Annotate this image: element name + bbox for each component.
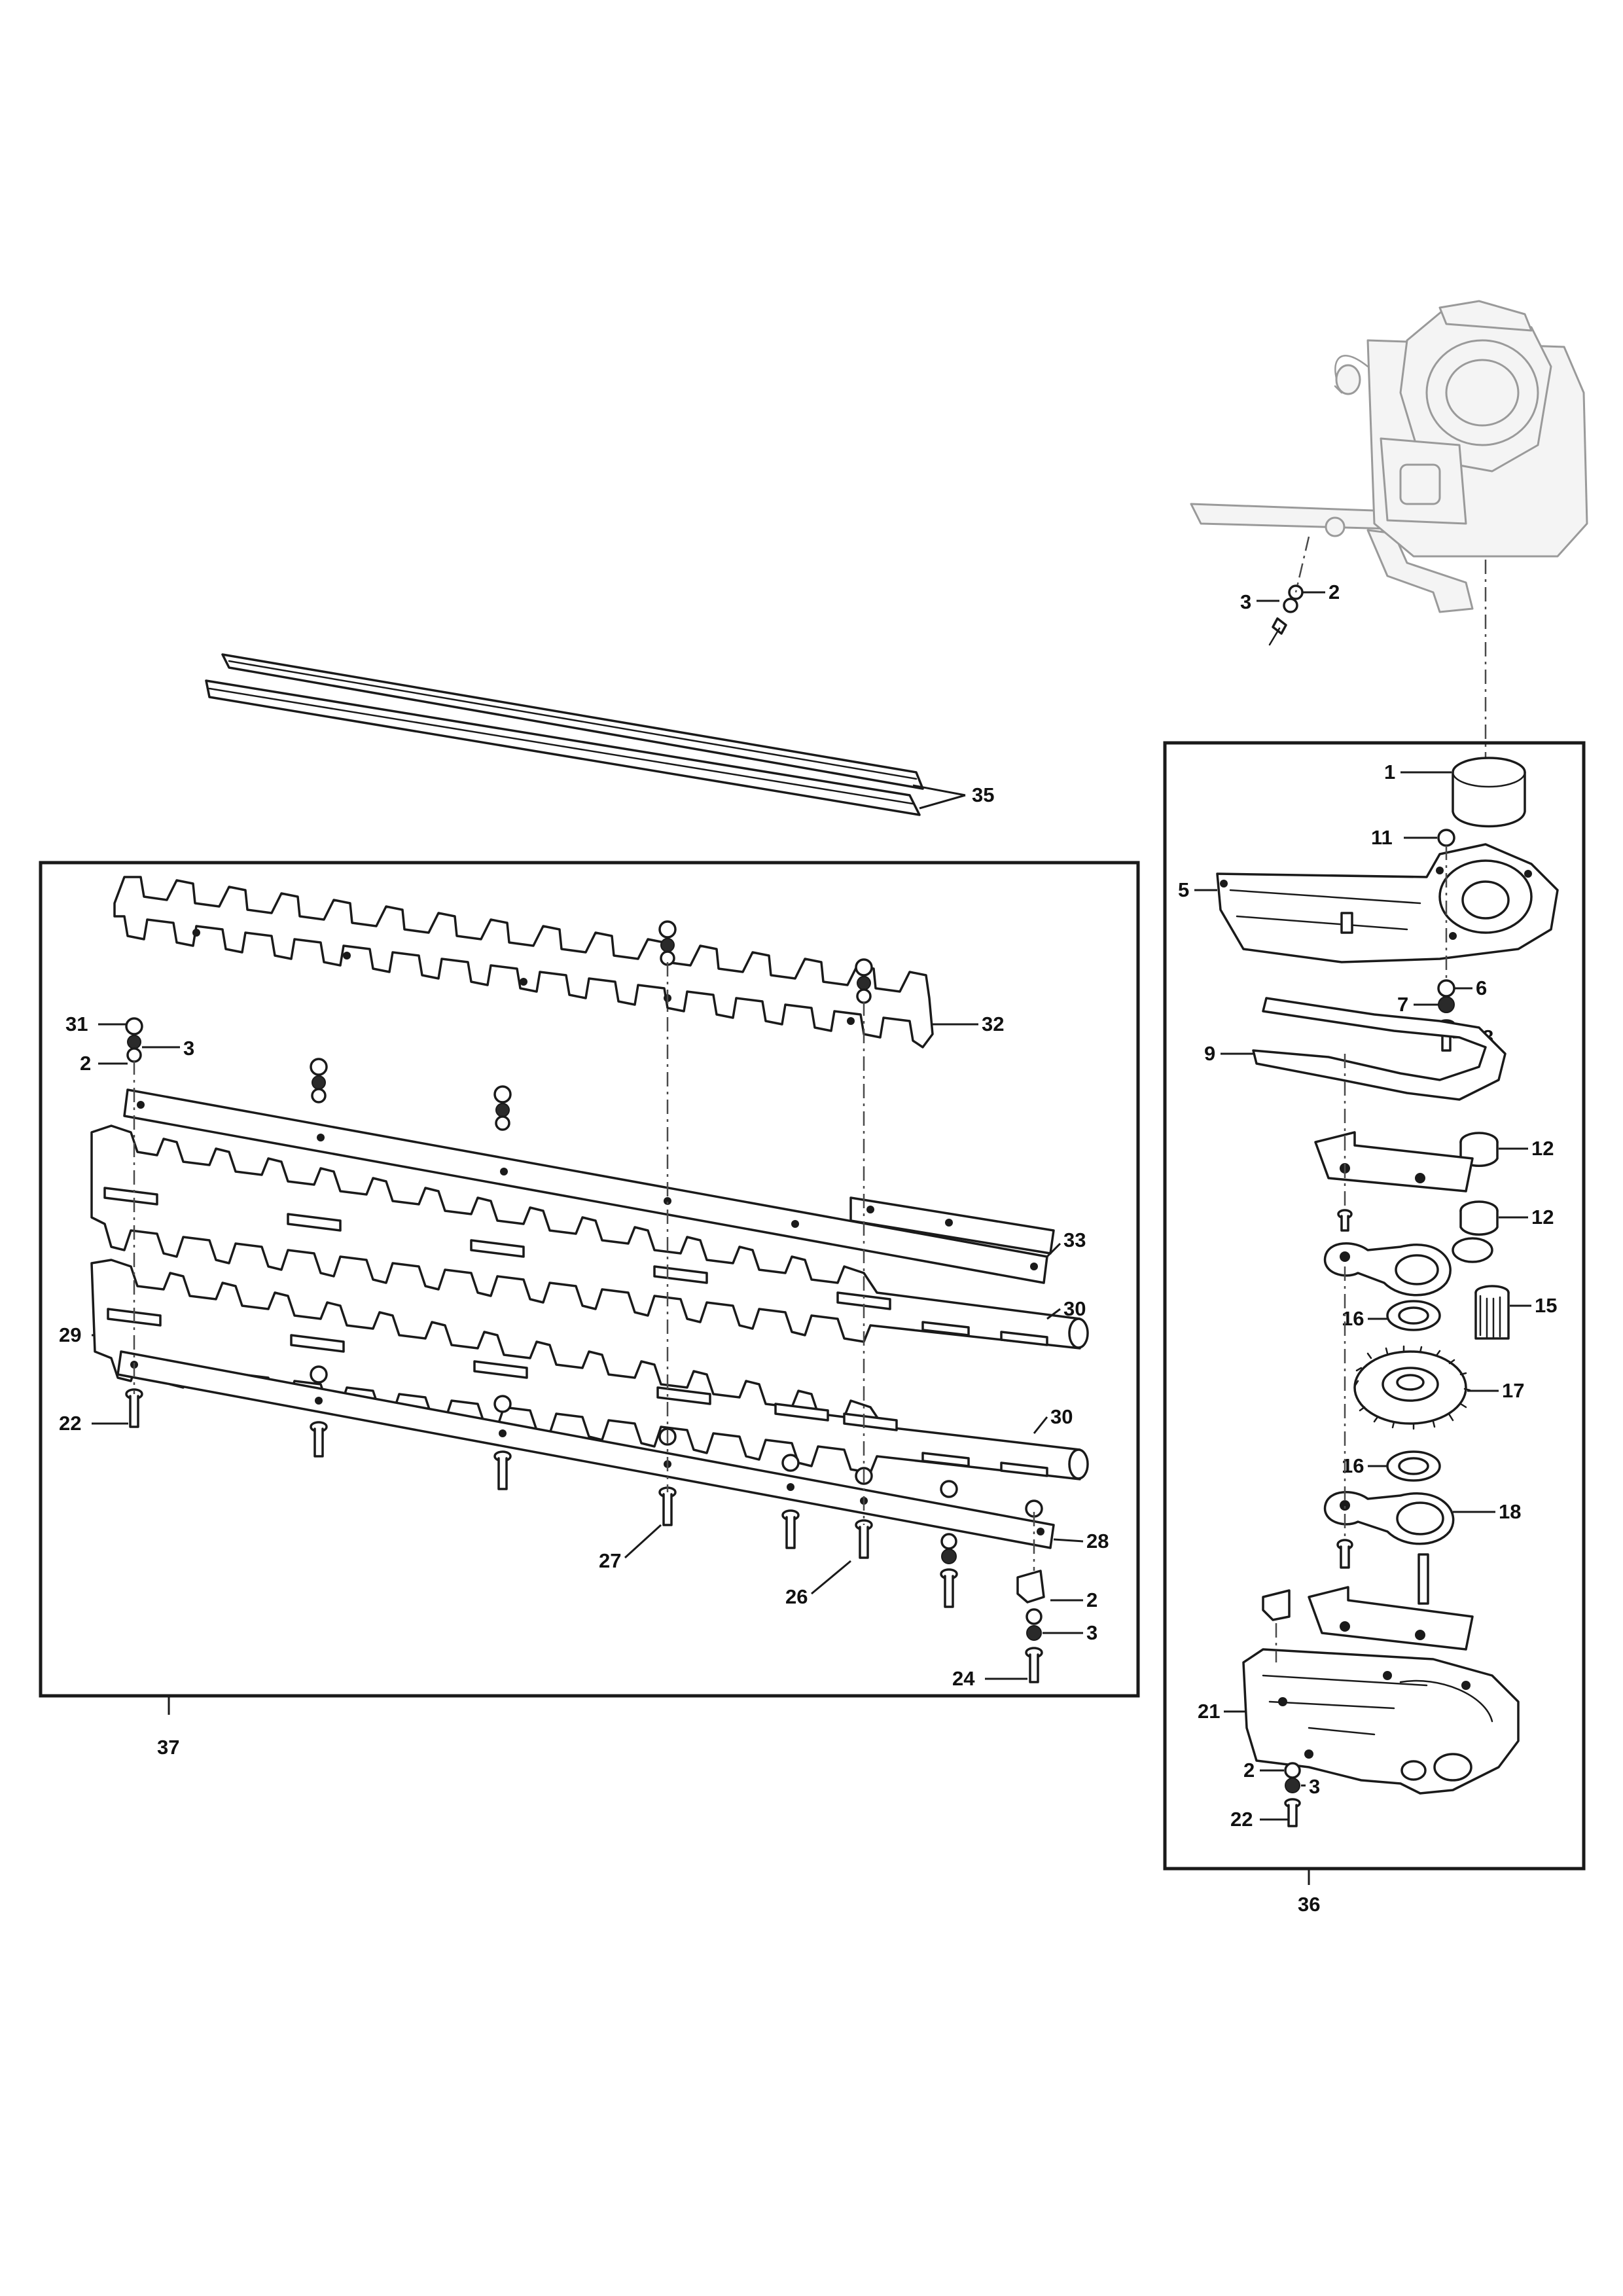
part-17-gear xyxy=(1353,1345,1471,1430)
part-11-nut xyxy=(1437,829,1455,847)
callout-5: 5 xyxy=(1178,878,1189,901)
gearbox-screw-small xyxy=(1337,1209,1353,1232)
callout-2-bottom: 2 xyxy=(1086,1588,1097,1611)
callout-7: 7 xyxy=(1397,993,1408,1016)
part-32-top-blade xyxy=(113,876,934,1049)
callout-18: 18 xyxy=(1499,1500,1521,1523)
part-9-gasket xyxy=(1252,997,1507,1101)
callout-37: 37 xyxy=(157,1736,179,1759)
callout-32: 32 xyxy=(982,1013,1004,1035)
gearbox-plate-upper xyxy=(1314,1131,1474,1193)
callout-2-engine: 2 xyxy=(1329,581,1340,603)
blade-group-frame xyxy=(39,861,1140,1698)
gearbox-fasteners xyxy=(1284,1762,1301,1827)
callout-22-blade: 22 xyxy=(59,1412,81,1435)
callout-2-blade: 2 xyxy=(80,1052,91,1075)
callout-30-a: 30 xyxy=(1063,1297,1086,1320)
part-18-link xyxy=(1323,1491,1455,1545)
callout-12-b: 12 xyxy=(1531,1206,1554,1229)
engine-housing xyxy=(1190,300,1588,613)
part-28-plate xyxy=(116,1350,1055,1549)
part-33-plate xyxy=(123,1088,1055,1284)
callout-35: 35 xyxy=(972,783,994,806)
callout-24: 24 xyxy=(952,1667,975,1690)
gearbox-screw-lower xyxy=(1336,1539,1353,1569)
callout-12-a: 12 xyxy=(1531,1137,1554,1160)
callout-31: 31 xyxy=(65,1013,88,1035)
gearbox-group-frame xyxy=(1163,741,1586,1871)
callout-3-bottom: 3 xyxy=(1086,1621,1097,1644)
callout-27: 27 xyxy=(599,1549,621,1572)
part-1-cup xyxy=(1452,757,1526,828)
callout-21: 21 xyxy=(1198,1700,1220,1723)
callout-11: 11 xyxy=(1371,826,1393,849)
part-6-7-washers xyxy=(1437,979,1455,1013)
part-5-gearbox-cover xyxy=(1216,843,1559,963)
bottom-fasteners xyxy=(1016,1570,1045,1683)
part-16-bearing-lower xyxy=(1386,1450,1441,1482)
callout-22-gear: 22 xyxy=(1230,1808,1253,1831)
engine-fasteners xyxy=(1268,584,1304,646)
gearbox-plate-lower xyxy=(1308,1586,1474,1651)
part-15-pinion xyxy=(1474,1285,1510,1340)
callout-29: 29 xyxy=(59,1323,81,1346)
part-21-gearbox-housing xyxy=(1242,1648,1520,1795)
part-31-nuts xyxy=(125,920,873,1131)
callout-30-b: 30 xyxy=(1050,1405,1073,1428)
callout-26: 26 xyxy=(785,1585,808,1608)
part-30-cutter-upper xyxy=(90,1124,1089,1350)
callout-33: 33 xyxy=(1063,1229,1086,1251)
callout-1: 1 xyxy=(1384,761,1395,783)
callout-9: 9 xyxy=(1204,1042,1215,1065)
callout-36: 36 xyxy=(1298,1893,1320,1916)
callout-3-gear: 3 xyxy=(1309,1775,1320,1798)
blade-guard-rails xyxy=(205,653,924,816)
callout-15: 15 xyxy=(1535,1294,1557,1317)
callout-3-blade: 3 xyxy=(183,1037,194,1060)
gearbox-pin xyxy=(1418,1553,1429,1605)
callout-28: 28 xyxy=(1086,1530,1109,1552)
gearbox-link-upper xyxy=(1323,1242,1452,1297)
callout-6: 6 xyxy=(1476,977,1487,999)
gearbox-clip xyxy=(1262,1589,1291,1621)
part-16-bearing-upper xyxy=(1386,1300,1441,1331)
gearbox-circlip xyxy=(1452,1237,1493,1263)
callout-3-engine: 3 xyxy=(1240,590,1251,613)
callout-17: 17 xyxy=(1502,1379,1524,1402)
part-22-bolts xyxy=(125,1365,1043,1608)
callout-2-gear: 2 xyxy=(1243,1759,1255,1782)
